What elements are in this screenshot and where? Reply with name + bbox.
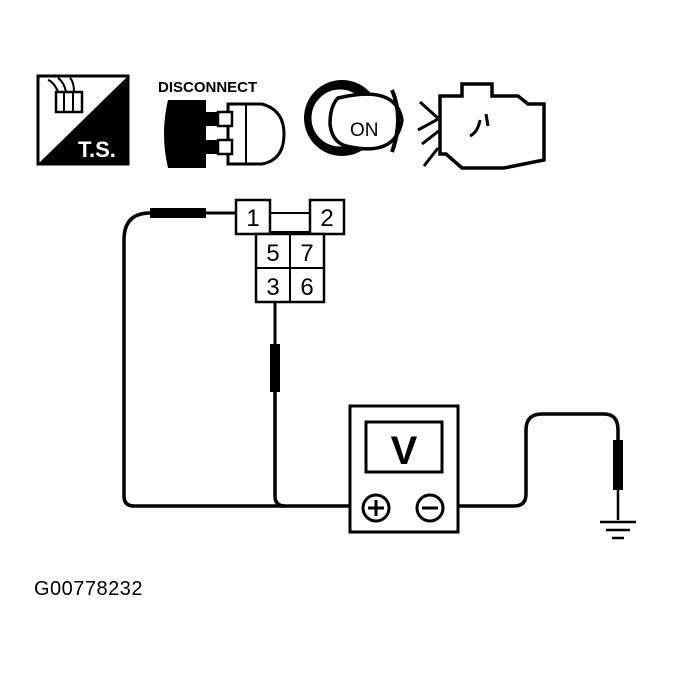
connector-disconnect-icon: DISCONNECT	[158, 79, 286, 168]
disconnect-label: DISCONNECT	[158, 79, 257, 96]
negative-terminal-icon	[415, 493, 445, 523]
terminal-2-box	[308, 198, 346, 236]
voltmeter: V	[348, 404, 460, 534]
troubleshooting-icon: T.S.	[36, 74, 130, 166]
probe-lead-terminal-1	[122, 208, 356, 508]
harness-connector: 1 2 5 7 3 6	[234, 198, 346, 304]
terminal-5-label: 5	[266, 240, 279, 267]
probe-lead-terminal-3	[270, 302, 286, 508]
meter-display	[364, 420, 444, 474]
figure-id: G00778232	[34, 578, 144, 600]
ignition-on-label: ON	[350, 120, 379, 141]
terminal-1-label: 1	[246, 205, 259, 232]
terminal-3-label: 3	[266, 274, 279, 301]
meter-unit-label: V	[391, 429, 418, 473]
ts-label: T.S.	[78, 137, 116, 162]
terminal-1-box	[234, 198, 272, 236]
terminal-7-label: 7	[300, 240, 313, 267]
positive-terminal-icon	[361, 493, 391, 523]
ignition-key-on-icon: ON	[304, 80, 404, 156]
terminal-2-label: 2	[320, 205, 333, 232]
ground-symbol-icon	[600, 520, 636, 540]
engine-off-icon	[417, 82, 546, 170]
terminal-6-label: 6	[300, 274, 313, 301]
ground-lead	[458, 412, 623, 520]
